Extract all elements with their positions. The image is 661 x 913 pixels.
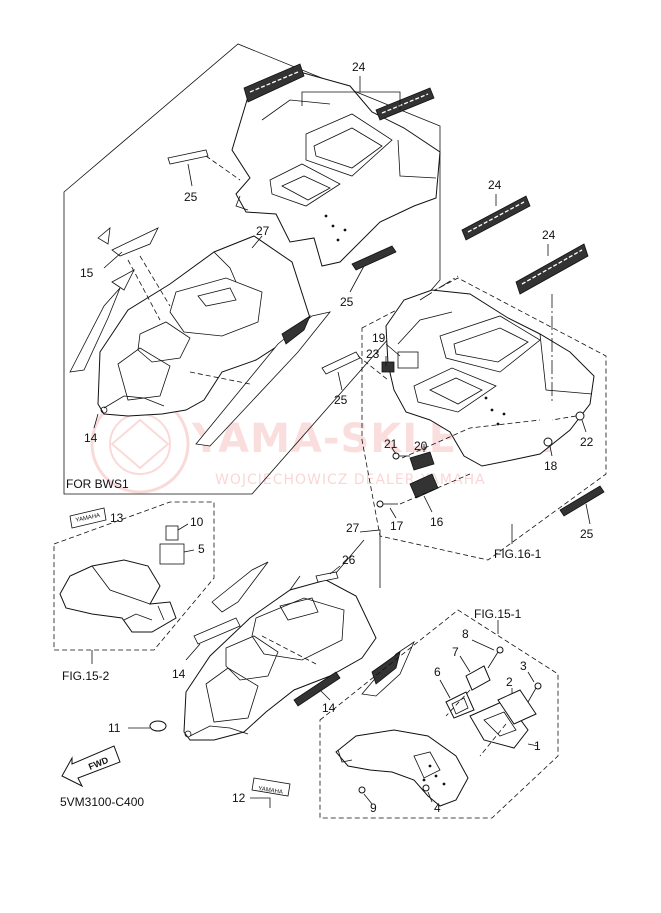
callout-3: 3: [520, 659, 527, 673]
decal-10: [165, 525, 179, 541]
callout-15: 15: [80, 266, 94, 280]
svg-text:YAMAHA: YAMAHA: [75, 513, 101, 524]
drawing-number: 5VM3100-C400: [60, 795, 144, 809]
rear-decal-25-small: [321, 351, 361, 375]
callout-1: 1: [534, 739, 541, 753]
callout-2: 2: [506, 675, 513, 689]
front-cover-group: 27 26 14 14 11: [108, 521, 415, 741]
svg-text:YAMAHA: YAMAHA: [258, 786, 284, 796]
callout-24: 24: [542, 228, 556, 242]
callout-20: 20: [414, 439, 428, 453]
callout-4: 4: [434, 801, 441, 815]
rear-plate-20: [409, 451, 435, 471]
bws1-decal-25-long: [351, 245, 397, 271]
callout-14: 14: [84, 431, 98, 445]
fwd-arrow-icon: FWD: [61, 745, 121, 788]
rear-screw-17: [376, 500, 398, 508]
callout-25: 25: [184, 190, 198, 204]
callout-11: 11: [108, 721, 121, 735]
rear-grommet-18: [543, 437, 553, 447]
decal-14-left-lower: [193, 617, 241, 645]
callout-26: 26: [342, 553, 356, 567]
callout-9: 9: [370, 801, 377, 815]
bws1-label: FOR BWS1: [66, 477, 129, 491]
rear-decal-24-upper: [461, 195, 531, 241]
rear-decal-24-lower: [515, 243, 589, 295]
fig-15-2-label: FIG.15-2: [62, 669, 110, 683]
callout-14: 14: [172, 667, 186, 681]
bolt-3: [527, 682, 542, 703]
fig-16-1-label: FIG.16-1: [494, 547, 542, 561]
callout-24: 24: [488, 178, 502, 192]
callout-25: 25: [334, 393, 348, 407]
bws1-decal-14-left: [69, 269, 135, 373]
fig-15-1-label: FIG.15-1: [474, 607, 522, 621]
callout-22: 22: [580, 435, 594, 449]
bws1-decal-25-small: [167, 149, 209, 165]
decal-14-right: [361, 640, 415, 697]
rear-fender-group: 24 24 19 23 25: [321, 178, 607, 561]
nut-9: [358, 786, 366, 794]
callout-8: 8: [462, 627, 469, 641]
screw-8: [487, 646, 504, 669]
nut-4: [422, 784, 430, 792]
callout-25: 25: [580, 527, 594, 541]
bws1-decal-15: [97, 227, 159, 257]
rear-fender: [385, 289, 595, 467]
front-fender: [335, 729, 469, 807]
callout-6: 6: [434, 665, 441, 679]
rear-screw-21: [392, 452, 410, 460]
decal-14-left-upper: [211, 561, 269, 613]
rear-decal-19: [397, 351, 419, 369]
callout-14: 14: [322, 701, 336, 715]
bws1-decal-24-left: [243, 63, 305, 103]
callout-5: 5: [198, 542, 205, 556]
front-fender-group: FIG.15-1 1 2 3 6: [319, 607, 559, 819]
decal-12-yamaha: YAMAHA: [251, 777, 291, 797]
callout-10: 10: [190, 515, 204, 529]
callout-25: 25: [340, 295, 354, 309]
callout-21: 21: [384, 437, 398, 451]
side-cover-group: YAMAHA 13 10 5 FIG.15-2: [53, 501, 215, 683]
rear-fender-frame: [361, 277, 607, 561]
bws1-frame: [63, 43, 441, 495]
callout-7: 7: [452, 645, 459, 659]
callout-13: 13: [110, 511, 124, 525]
callout-23: 23: [366, 347, 380, 361]
plate-2: [497, 689, 537, 725]
decal-14-stripe: [293, 671, 341, 707]
front-cover: [183, 575, 377, 741]
bws1-decal-24-right: [375, 87, 435, 121]
plate-6: [445, 691, 475, 719]
rear-decal-23: [381, 361, 395, 373]
plate-7: [465, 665, 491, 691]
watermark-dealer: WOJCIECHOWICZ DEALER YAMAHA: [215, 472, 486, 488]
bws1-rear-fender: [231, 71, 441, 267]
rear-grommet-22: [575, 411, 585, 421]
bws1-decal-14-right: [195, 311, 332, 447]
rear-decal-25-long: [559, 485, 605, 517]
callout-18: 18: [544, 459, 558, 473]
callout-19: 19: [372, 331, 386, 345]
emblem-11: [149, 720, 167, 732]
callout-24: 24: [352, 60, 366, 74]
front-fender-frame: [319, 609, 559, 819]
decal-13-yamaha: YAMAHA: [69, 507, 107, 529]
callout-12: 12: [232, 791, 246, 805]
callout-27: 27: [256, 224, 270, 238]
callout-16: 16: [430, 515, 444, 529]
callout-27: 27: [346, 521, 360, 535]
side-cover-frame: [53, 501, 215, 651]
decal-5: [159, 543, 185, 565]
callout-17: 17: [390, 519, 404, 533]
side-cover: [59, 559, 177, 633]
bws1-group: 24 25 25 27 1: [63, 43, 441, 495]
decal-26: [315, 571, 339, 583]
